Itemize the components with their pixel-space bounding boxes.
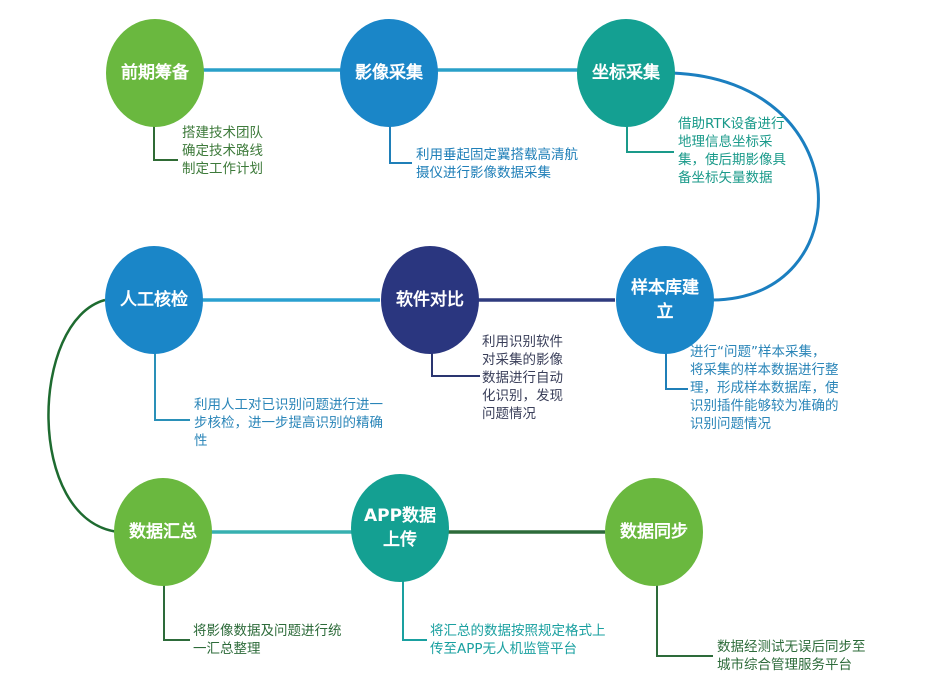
callout-bracket-3 xyxy=(626,124,674,153)
step-desc-data-summary: 将影像数据及问题进行统 一汇总整理 xyxy=(193,623,342,657)
callout-bracket-2 xyxy=(389,124,412,164)
step-node-data-summary[interactable]: 数据汇总 xyxy=(114,478,212,586)
step-desc-sample-library: 进行“问题”样本采集， 将采集的样本数据进行整 理，形成样本数据库，使 识别插件… xyxy=(690,344,839,432)
step-node-app-upload[interactable]: APP数据 上传 xyxy=(351,474,449,582)
step-node-coordinate-capture[interactable]: 坐标采集 xyxy=(577,19,675,127)
callout-bracket-7 xyxy=(163,584,190,641)
step-node-manual-check[interactable]: 人工核检 xyxy=(105,246,203,354)
step-desc-manual-check: 利用人工对已识别问题进行进一 步核检，进一步提高识别的精确 性 xyxy=(194,397,383,449)
step-node-sample-library[interactable]: 样本库建 立 xyxy=(616,246,714,354)
step-desc-coordinate-capture: 借助RTK设备进行 地理信息坐标采 集，使后期影像具 备坐标矢量数据 xyxy=(678,116,786,186)
step-node-image-capture[interactable]: 影像采集 xyxy=(340,19,438,127)
callout-bracket-8 xyxy=(402,580,427,641)
step-desc-preparation: 搭建技术团队 确定技术路线 制定工作计划 xyxy=(182,125,263,177)
step-desc-image-capture: 利用垂起固定翼搭载高清航 摄仪进行影像数据采集 xyxy=(416,147,578,181)
step-desc-software-compare: 利用识别软件 对采集的影像 数据进行自动 化识别，发现 问题情况 xyxy=(482,334,563,422)
step-desc-data-sync: 数据经测试无误后同步至 城市综合管理服务平台 xyxy=(717,639,866,673)
step-node-preparation[interactable]: 前期筹备 xyxy=(106,19,204,127)
callout-bracket-1 xyxy=(153,122,178,161)
connector-6-7-curve xyxy=(47,298,119,534)
callout-bracket-5 xyxy=(431,352,480,377)
connector-3-4-curve xyxy=(671,71,820,302)
step-desc-app-upload: 将汇总的数据按照规定格式上 传至APP无人机监管平台 xyxy=(430,623,606,657)
callout-bracket-6 xyxy=(154,352,190,421)
callout-bracket-9 xyxy=(656,584,713,657)
step-node-software-compare[interactable]: 软件对比 xyxy=(381,246,479,354)
step-node-data-sync[interactable]: 数据同步 xyxy=(605,478,703,586)
callout-bracket-4 xyxy=(665,352,688,390)
